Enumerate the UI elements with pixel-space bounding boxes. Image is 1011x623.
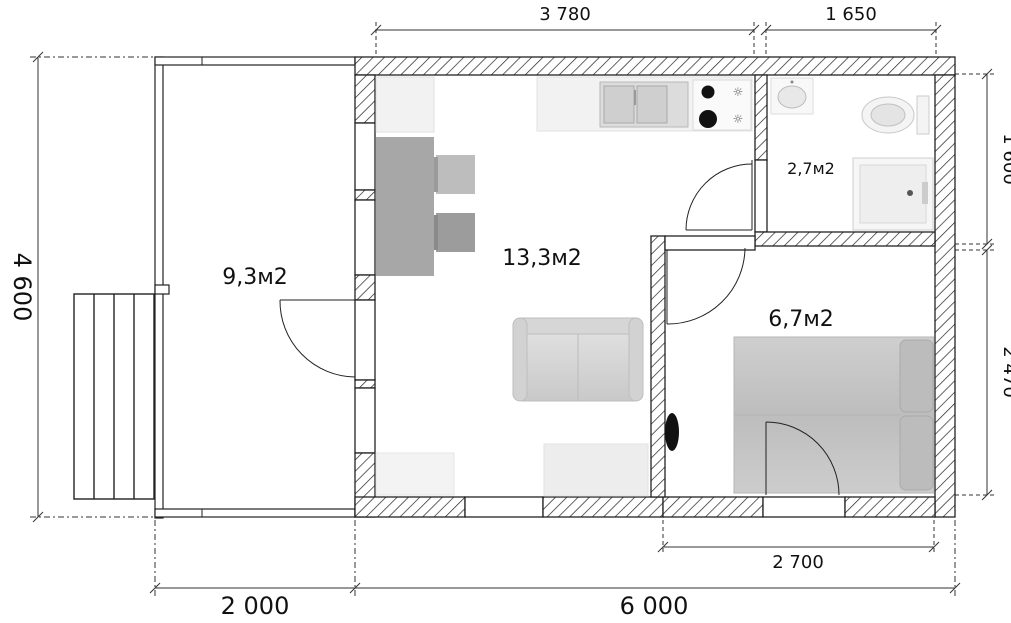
dim-top-main: 3 780 xyxy=(539,4,591,25)
room-labels: 9,3м2 13,3м2 2,7м2 6,7м2 xyxy=(222,159,835,332)
chair xyxy=(436,213,475,252)
walls xyxy=(354,56,956,518)
dim-top-bath: 1 650 xyxy=(825,4,877,25)
heater-icon xyxy=(665,413,679,451)
door-bath xyxy=(685,160,753,231)
terrace-area-label: 9,3м2 xyxy=(222,265,288,290)
terrace xyxy=(73,56,356,519)
washbasin-icon xyxy=(770,77,814,115)
svg-text:☼: ☼ xyxy=(733,85,744,99)
sink-icon xyxy=(599,81,689,128)
toilet-icon xyxy=(861,95,930,135)
bathroom-fixtures xyxy=(770,77,934,231)
dimension-lines xyxy=(30,22,995,596)
dining-table xyxy=(376,137,434,276)
stairs xyxy=(73,293,155,500)
svg-text:☼: ☼ xyxy=(733,112,744,126)
dim-bottom-house: 6 000 xyxy=(620,592,689,620)
dimension-labels: 3 780 1 650 4 600 1 600 2 470 2 700 2 00… xyxy=(8,4,1011,620)
sofa xyxy=(512,317,644,402)
bed xyxy=(733,336,935,494)
bedroom-area-label: 6,7м2 xyxy=(768,307,834,332)
living-furniture: ☼ ☼ xyxy=(279,76,753,497)
bath-area-label: 2,7м2 xyxy=(787,159,835,178)
dim-bottom-bedroom: 2 700 xyxy=(772,552,824,573)
chair xyxy=(436,155,475,194)
stove-icon: ☼ ☼ xyxy=(692,79,752,131)
living-area-label: 13,3м2 xyxy=(502,246,582,271)
shower-icon xyxy=(852,157,934,231)
door-bedroom-inner xyxy=(765,421,840,496)
dim-bottom-terrace: 2 000 xyxy=(221,592,290,620)
dim-left-height: 4 600 xyxy=(8,253,36,322)
dim-right-bedroom: 2 470 xyxy=(999,346,1011,398)
bedroom-furniture xyxy=(665,336,935,496)
door-bedroom xyxy=(666,247,746,325)
door-terrace xyxy=(279,299,356,378)
dim-right-bath: 1 600 xyxy=(999,133,1011,185)
